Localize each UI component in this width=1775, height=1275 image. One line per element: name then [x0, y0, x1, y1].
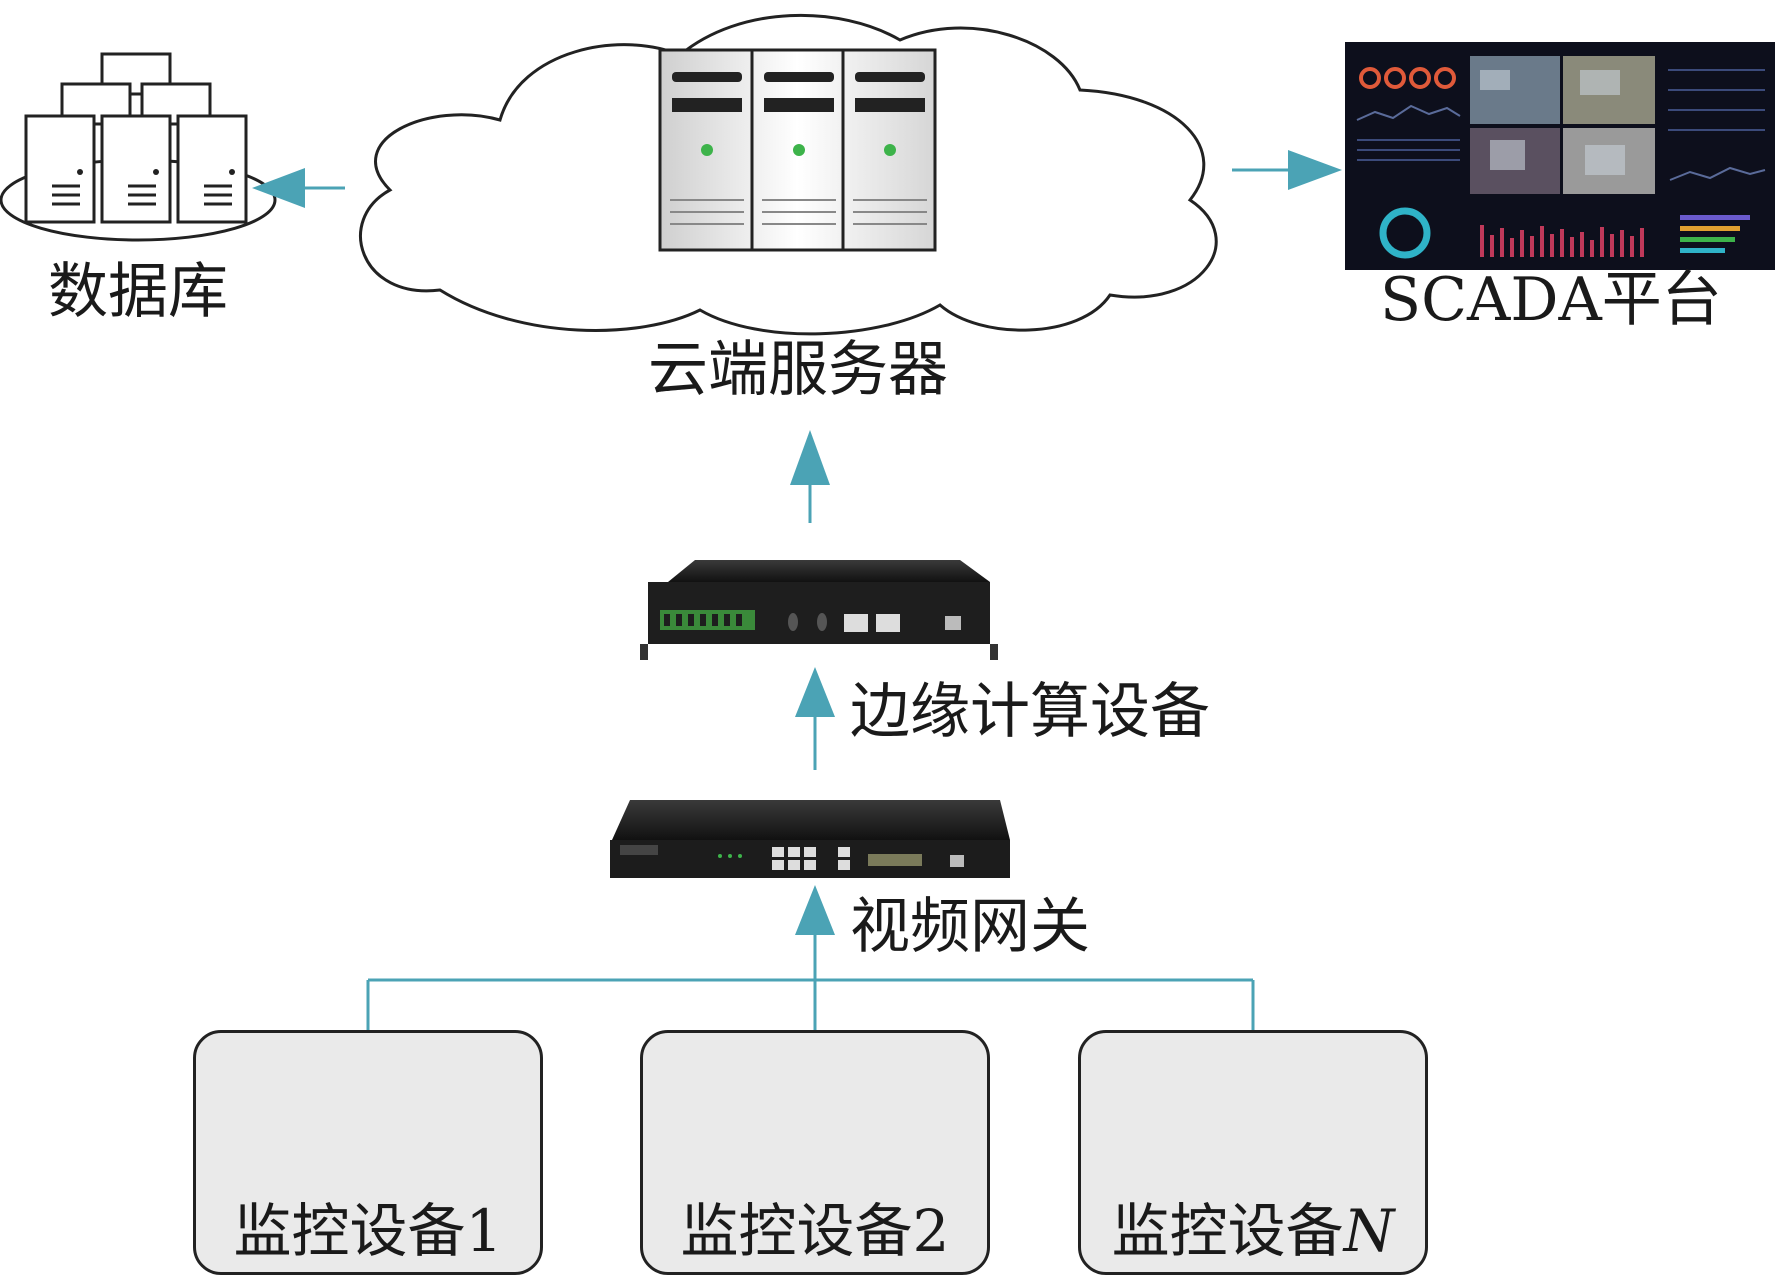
arrow-to-database-icon [252, 168, 305, 208]
cloud-server-rack-icon [658, 48, 937, 252]
arrow-to-cloud-icon [790, 430, 830, 485]
database-label: 数据库 [48, 257, 228, 327]
video-gateway-label: 视频网关 [850, 892, 1090, 962]
camera-label-1: 监控设备1 [233, 1197, 503, 1265]
scada-platform-label: SCADA平台 [1380, 265, 1722, 335]
connector-lines [300, 168, 1290, 1030]
arrow-to-gateway-icon [795, 885, 835, 935]
camera-node-2: 监控设备2 [640, 1030, 990, 1275]
video-gateway-switch-icon [610, 800, 1010, 878]
camera-node-n: 监控设备N [1078, 1030, 1428, 1275]
cloud-server-label: 云端服务器 [648, 335, 948, 405]
arrow-to-edge-icon [795, 667, 835, 717]
camera-node-1: 监控设备1 [193, 1030, 543, 1275]
camera-label-2: 监控设备2 [680, 1197, 950, 1265]
database-server-icon [0, 52, 277, 242]
arrow-heads [252, 150, 1342, 935]
scada-dashboard-screen-icon [1345, 42, 1775, 270]
arrow-to-scada-icon [1288, 150, 1342, 190]
edge-device-label: 边缘计算设备 [850, 677, 1210, 747]
edge-computing-box-icon [640, 560, 998, 660]
camera-label-n: 监控设备N [1111, 1197, 1395, 1265]
